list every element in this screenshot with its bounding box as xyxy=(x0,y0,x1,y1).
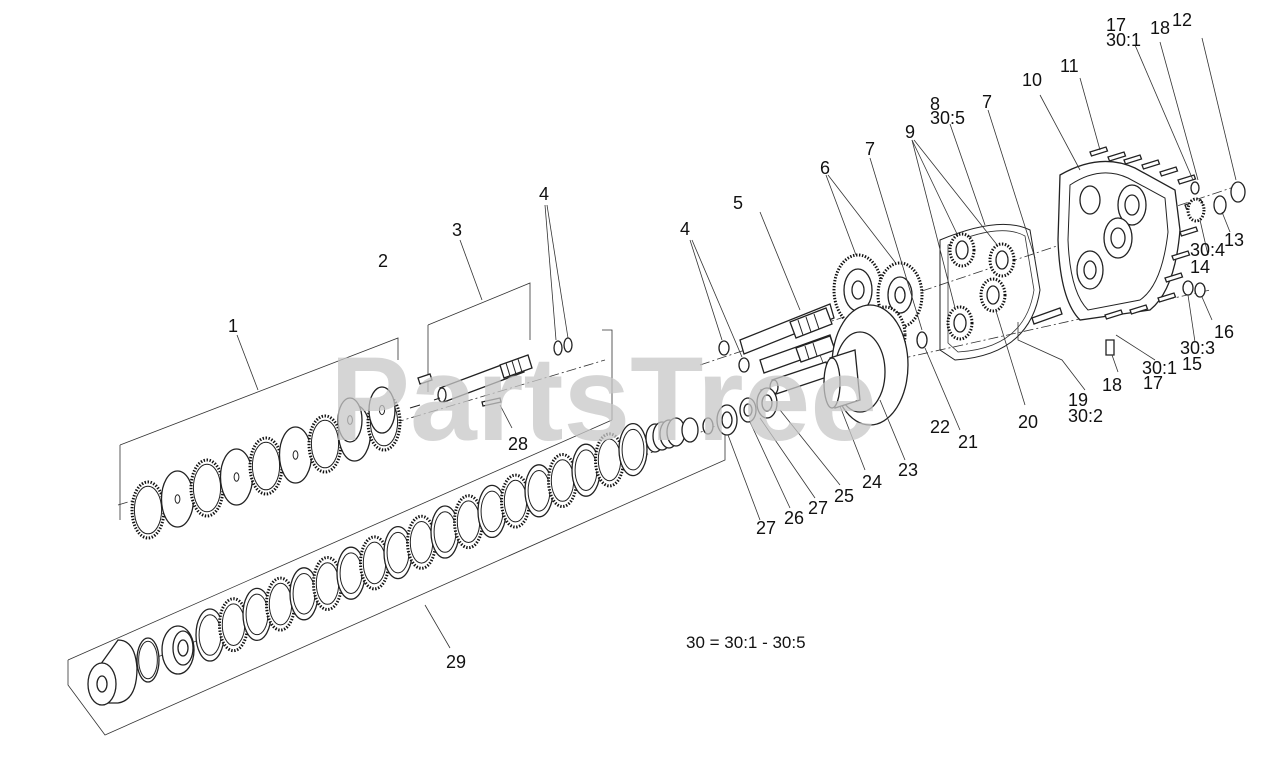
countershaft-5 xyxy=(739,211,835,355)
callout-labels: 1 2 3 4 4 5 6 7 7 8 30:5 9 10 11 17 30:1… xyxy=(228,10,1244,672)
callout-17-bottom: 17 xyxy=(1143,373,1163,393)
pin-19 xyxy=(1017,307,1086,391)
bolt xyxy=(1141,159,1161,170)
callout-30-1-top: 30:1 xyxy=(1106,30,1141,50)
gasket xyxy=(939,223,1041,361)
bolt xyxy=(1104,309,1124,320)
seal-rings-4-left xyxy=(544,204,573,356)
legend-note: 30 = 30:1 - 30:5 xyxy=(686,633,806,652)
callout-30-1-bottom: 30:1 xyxy=(1142,358,1177,378)
clutch-plate-stack-1 xyxy=(130,386,402,540)
callout-19: 19 xyxy=(1068,390,1088,410)
callout-27-right: 27 xyxy=(808,498,828,518)
callout-9: 9 xyxy=(905,122,915,142)
spring xyxy=(645,417,699,453)
callout-3: 3 xyxy=(452,220,462,240)
leader-11 xyxy=(1079,77,1101,151)
callout-15: 15 xyxy=(1182,354,1202,374)
watermark: PartsTree xyxy=(330,332,877,466)
callout-10: 10 xyxy=(1022,70,1042,90)
bracket-29 xyxy=(67,419,726,736)
leader-6 xyxy=(825,174,896,263)
callout-29: 29 xyxy=(446,652,466,672)
callout-24: 24 xyxy=(862,472,882,492)
bolt xyxy=(1179,226,1199,237)
callout-8: 8 xyxy=(930,94,940,114)
bolt xyxy=(1177,174,1197,185)
callout-30-5: 30:5 xyxy=(930,108,965,128)
callout-16: 16 xyxy=(1214,322,1234,342)
callout-30-4: 30:4 xyxy=(1190,240,1225,260)
input-shaft xyxy=(409,354,533,409)
washer-15-16 xyxy=(1182,280,1213,343)
callout-1: 1 xyxy=(228,316,238,336)
callout-14: 14 xyxy=(1190,257,1210,277)
seal-rings-4-right xyxy=(689,239,750,373)
callout-11: 11 xyxy=(1060,56,1079,76)
washer-21 xyxy=(916,331,961,431)
ring-13 xyxy=(1213,195,1231,233)
callout-25: 25 xyxy=(834,486,854,506)
clutch-plate-stack-29 xyxy=(136,422,648,683)
bolt xyxy=(1157,292,1177,303)
piston-hub xyxy=(161,625,195,675)
bearing-9-b xyxy=(988,242,1016,278)
callout-23: 23 xyxy=(898,460,918,480)
pin-28 xyxy=(481,397,513,429)
seal-14 xyxy=(1186,197,1209,256)
callout-27-left: 27 xyxy=(756,518,776,538)
bolt xyxy=(1107,151,1127,162)
callout-22: 22 xyxy=(930,417,950,437)
housing-cover xyxy=(1039,94,1181,321)
bearing-stack-25-27 xyxy=(702,387,841,521)
circlip-12 xyxy=(1201,37,1246,203)
callout-5: 5 xyxy=(733,193,743,213)
callout-6: 6 xyxy=(820,158,830,178)
callout-30-3: 30:3 xyxy=(1180,338,1215,358)
bolt xyxy=(1089,146,1109,157)
callout-12: 12 xyxy=(1172,10,1192,30)
callout-18-top: 18 xyxy=(1150,18,1170,38)
leader-8 xyxy=(949,123,986,226)
callout-4-right: 4 xyxy=(680,219,690,239)
callout-7-right: 7 xyxy=(982,92,992,112)
bolt xyxy=(1129,304,1149,315)
callout-21: 21 xyxy=(958,432,978,452)
bolt xyxy=(1159,166,1179,177)
clutch-drum xyxy=(87,639,138,706)
leader-7 xyxy=(869,109,1036,331)
bracket-1 xyxy=(119,334,399,520)
plug-17-18-top xyxy=(1134,41,1200,195)
callout-4-left: 4 xyxy=(539,184,549,204)
bolt xyxy=(1171,250,1191,261)
drain-plug-18 xyxy=(1105,334,1156,373)
callout-28: 28 xyxy=(508,434,528,454)
gear-23 xyxy=(823,304,909,461)
bolt xyxy=(1123,154,1143,165)
bearing-9-a xyxy=(948,232,976,268)
bearing-20 xyxy=(979,277,1026,406)
callout-26: 26 xyxy=(784,508,804,528)
callout-13: 13 xyxy=(1224,230,1244,250)
callout-18-bottom: 18 xyxy=(1102,375,1122,395)
callout-20: 20 xyxy=(1018,412,1038,432)
bearing-9-c xyxy=(946,305,974,341)
bolt xyxy=(1164,272,1184,283)
callout-7-left: 7 xyxy=(865,139,875,159)
callout-17-top: 17 xyxy=(1106,15,1126,35)
callout-2: 2 xyxy=(378,251,388,271)
leader-9 xyxy=(911,139,999,309)
callout-30-2: 30:2 xyxy=(1068,406,1103,426)
